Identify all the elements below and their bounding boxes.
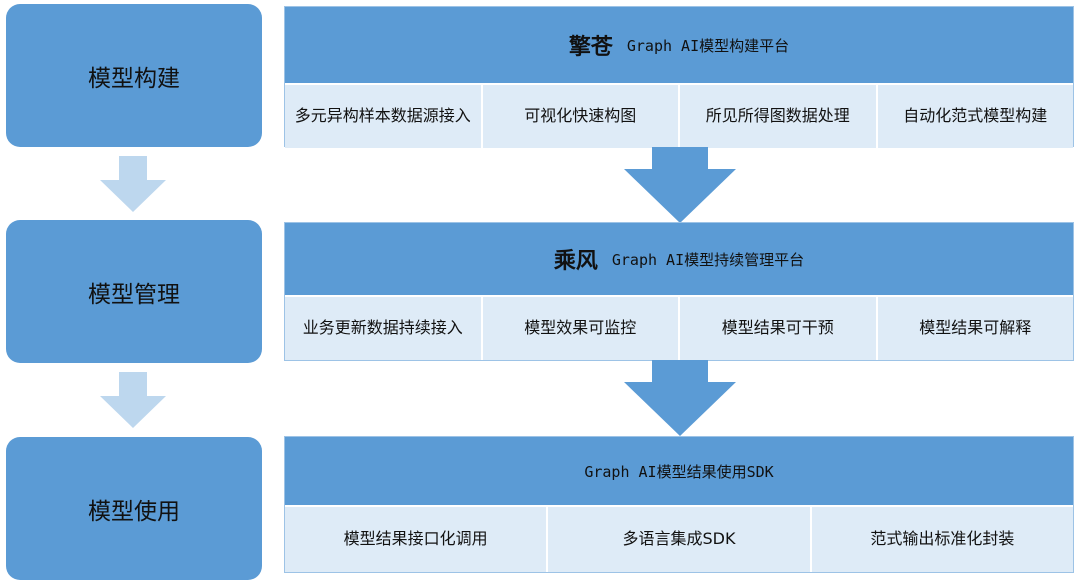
down-arrow-icon xyxy=(100,372,166,428)
stage-model-manage: 模型管理 xyxy=(6,220,262,363)
feature-cell: 模型效果可监控 xyxy=(480,297,678,360)
panel-subtitle: Graph AI模型构建平台 xyxy=(626,36,790,55)
feature-cell: 多元异构样本数据源接入 xyxy=(285,85,481,148)
panel-header: 擎苍 Graph AI模型构建平台 xyxy=(285,7,1073,83)
down-arrow-icon xyxy=(624,147,736,223)
feature-cell: 自动化范式模型构建 xyxy=(875,85,1073,148)
panel-header: 乘风 Graph AI模型持续管理平台 xyxy=(285,223,1073,295)
stage-label: 模型管理 xyxy=(88,281,180,308)
feature-cell: 所见所得图数据处理 xyxy=(678,85,876,148)
stage-label: 模型构建 xyxy=(88,65,180,92)
down-arrow-icon xyxy=(624,360,736,436)
feature-cell: 业务更新数据持续接入 xyxy=(285,297,481,360)
platform-panel-build: 擎苍 Graph AI模型构建平台 多元异构样本数据源接入 可视化快速构图 所见… xyxy=(284,6,1074,148)
panel-header: Graph AI模型结果使用SDK xyxy=(285,437,1073,505)
stage-model-use: 模型使用 xyxy=(6,437,262,580)
feature-cell: 模型结果可解释 xyxy=(875,297,1073,360)
panel-brand: 乘风 xyxy=(553,249,598,274)
feature-cell: 多语言集成SDK xyxy=(546,507,810,572)
feature-cell: 模型结果接口化调用 xyxy=(285,507,547,572)
panel-subtitle: Graph AI模型结果使用SDK xyxy=(584,462,774,481)
feature-row: 多元异构样本数据源接入 可视化快速构图 所见所得图数据处理 自动化范式模型构建 xyxy=(285,83,1073,148)
feature-row: 业务更新数据持续接入 模型效果可监控 模型结果可干预 模型结果可解释 xyxy=(285,295,1073,360)
platform-panel-use: Graph AI模型结果使用SDK 模型结果接口化调用 多语言集成SDK 范式输… xyxy=(284,436,1074,573)
stage-label: 模型使用 xyxy=(88,498,180,525)
platform-panel-manage: 乘风 Graph AI模型持续管理平台 业务更新数据持续接入 模型效果可监控 模… xyxy=(284,222,1074,361)
feature-cell: 范式输出标准化封装 xyxy=(809,507,1073,572)
panel-subtitle: Graph AI模型持续管理平台 xyxy=(611,250,805,269)
panel-brand: 擎苍 xyxy=(568,35,613,60)
feature-cell: 可视化快速构图 xyxy=(480,85,678,148)
stage-model-build: 模型构建 xyxy=(6,4,262,147)
down-arrow-icon xyxy=(100,156,166,212)
feature-cell: 模型结果可干预 xyxy=(678,297,876,360)
feature-row: 模型结果接口化调用 多语言集成SDK 范式输出标准化封装 xyxy=(285,505,1073,572)
